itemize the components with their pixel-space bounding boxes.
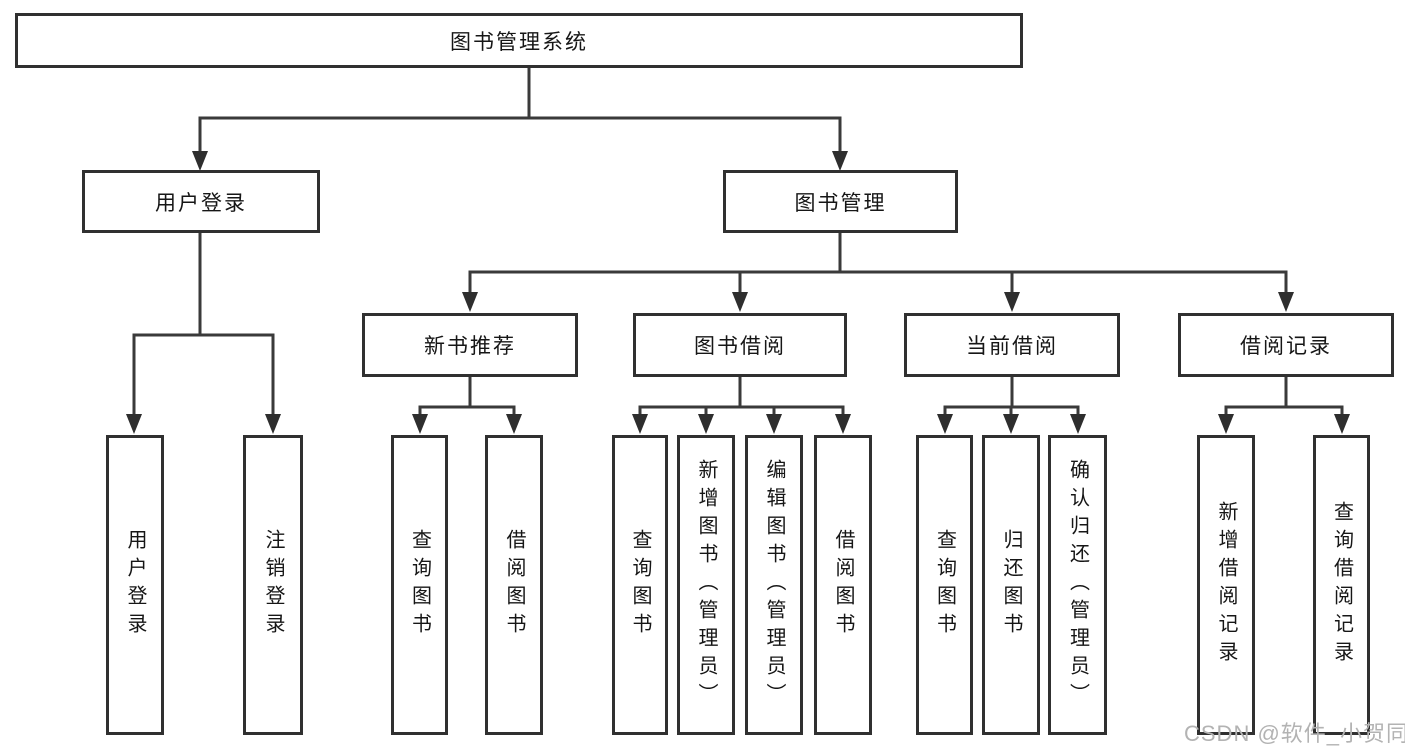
node-leaf-edit-book-admin: 编辑图书（管理员） — [745, 435, 803, 735]
node-label: 用户登录 — [124, 529, 146, 641]
node-label: 借阅图书 — [832, 529, 854, 641]
node-label: 新书推荐 — [424, 335, 516, 358]
node-label: 归还图书 — [1000, 529, 1022, 641]
connector-borrow-record — [1224, 377, 1344, 416]
node-borrow-record: 借阅记录 — [1178, 313, 1394, 377]
node-label: 图书管理系统 — [450, 30, 588, 54]
node-label: 图书借阅 — [694, 335, 786, 358]
node-label: 查询图书 — [629, 529, 651, 641]
node-label: 当前借阅 — [966, 335, 1058, 358]
node-label: 注销登录 — [262, 529, 284, 641]
node-current-borrow: 当前借阅 — [904, 313, 1120, 377]
node-label: 确认归还（管理员） — [1066, 459, 1089, 711]
node-leaf-confirm-return-admin: 确认归还（管理员） — [1048, 435, 1107, 735]
node-leaf-query-borrow-record: 查询借阅记录 — [1313, 435, 1370, 735]
node-label: 新增图书（管理员） — [695, 459, 717, 711]
node-leaf-add-borrow-record: 新增借阅记录 — [1197, 435, 1255, 735]
node-leaf-add-book-admin: 新增图书（管理员） — [677, 435, 735, 735]
node-label: 借阅图书 — [503, 529, 525, 641]
node-label: 图书管理 — [794, 191, 887, 215]
connector-root — [198, 68, 842, 153]
connector-new-book-recommend — [418, 377, 516, 416]
node-label: 新增借阅记录 — [1215, 501, 1237, 669]
node-label: 编辑图书（管理员） — [763, 459, 785, 711]
node-label: 用户登录 — [155, 191, 247, 215]
node-label: 查询图书 — [933, 529, 956, 641]
node-leaf-user-login: 用户登录 — [106, 435, 164, 735]
node-book-borrow: 图书借阅 — [633, 313, 847, 377]
node-book-management: 图书管理 — [723, 170, 958, 233]
node-leaf-logout-login: 注销登录 — [243, 435, 303, 735]
node-leaf-borrow-books-recommend: 借阅图书 — [485, 435, 543, 735]
node-new-book-recommend: 新书推荐 — [362, 313, 578, 377]
connector-book-management — [468, 233, 1288, 294]
node-leaf-query-books-borrow: 查询图书 — [612, 435, 668, 735]
node-label: 查询借阅记录 — [1330, 501, 1353, 669]
node-leaf-borrow-books: 借阅图书 — [814, 435, 872, 735]
node-leaf-query-books-current: 查询图书 — [916, 435, 973, 735]
node-leaf-query-books-recommend: 查询图书 — [391, 435, 448, 735]
connector-book-borrow — [638, 377, 845, 416]
connector-current-borrow — [943, 377, 1080, 416]
node-label: 借阅记录 — [1240, 335, 1332, 358]
arrowheads — [126, 151, 1350, 434]
node-leaf-return-book: 归还图书 — [982, 435, 1040, 735]
node-label: 查询图书 — [408, 529, 431, 641]
csdn-watermark: CSDN @软件_小贺同学 — [1184, 721, 1405, 746]
node-user-login-group: 用户登录 — [82, 170, 320, 233]
connector-user-login — [132, 233, 275, 416]
node-root-library-system: 图书管理系统 — [15, 13, 1023, 68]
